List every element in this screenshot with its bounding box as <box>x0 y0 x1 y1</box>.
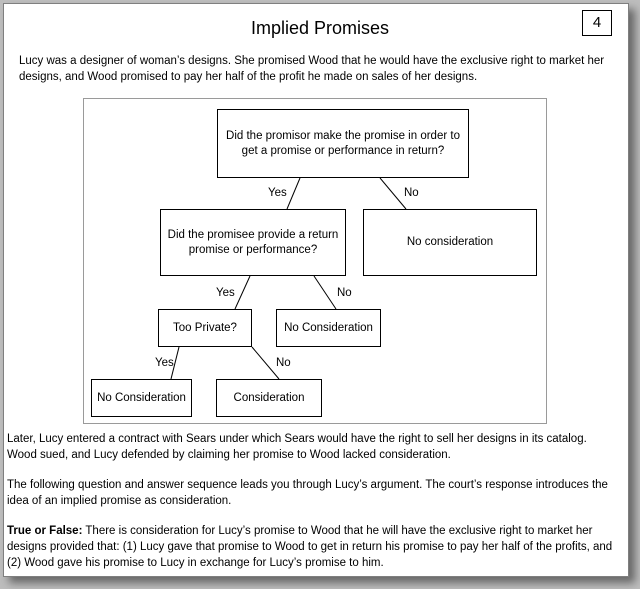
edge-label-q1-no: No <box>404 187 419 199</box>
flowchart-connectors <box>170 177 407 380</box>
node-promisee-question: Did the promisee provide a return promis… <box>160 209 346 276</box>
edge-q2-yes <box>234 275 251 310</box>
node-consideration: Consideration <box>216 379 322 417</box>
node-no-consideration-1: No consideration <box>363 209 537 276</box>
page-title: Implied Promises <box>250 18 390 38</box>
edge-q1-no <box>379 177 407 210</box>
true-false-label: True or False: <box>7 525 83 537</box>
later-paragraph: Later, Lucy entered a contract with Sear… <box>7 433 587 461</box>
decision-flowchart: Did the promisor make the promise in ord… <box>83 98 547 424</box>
edge-label-q2-yes: Yes <box>216 287 235 299</box>
edge-q1-yes <box>286 177 301 210</box>
following-paragraph: The following question and answer sequen… <box>7 479 608 507</box>
true-false-text: There is consideration for Lucy’s promis… <box>7 525 613 569</box>
node-too-private-question: Too Private? <box>158 309 252 347</box>
edge-label-q1-yes: Yes <box>268 187 287 199</box>
edge-q3-no <box>251 346 280 380</box>
edge-label-q3-no: No <box>276 357 291 369</box>
edge-q3-yes <box>170 346 180 380</box>
node-promisor-question: Did the promisor make the promise in ord… <box>217 109 469 178</box>
edge-label-q3-yes: Yes <box>155 357 174 369</box>
true-false-question: True or False: There is consideration fo… <box>7 523 617 571</box>
node-no-consideration-3: No Consideration <box>91 379 192 417</box>
edge-label-q2-no: No <box>337 287 352 299</box>
edge-q2-no <box>313 275 337 310</box>
page-number: 4 <box>582 10 612 36</box>
intro-paragraph: Lucy was a designer of woman’s designs. … <box>19 55 605 83</box>
node-no-consideration-2: No Consideration <box>276 309 381 347</box>
